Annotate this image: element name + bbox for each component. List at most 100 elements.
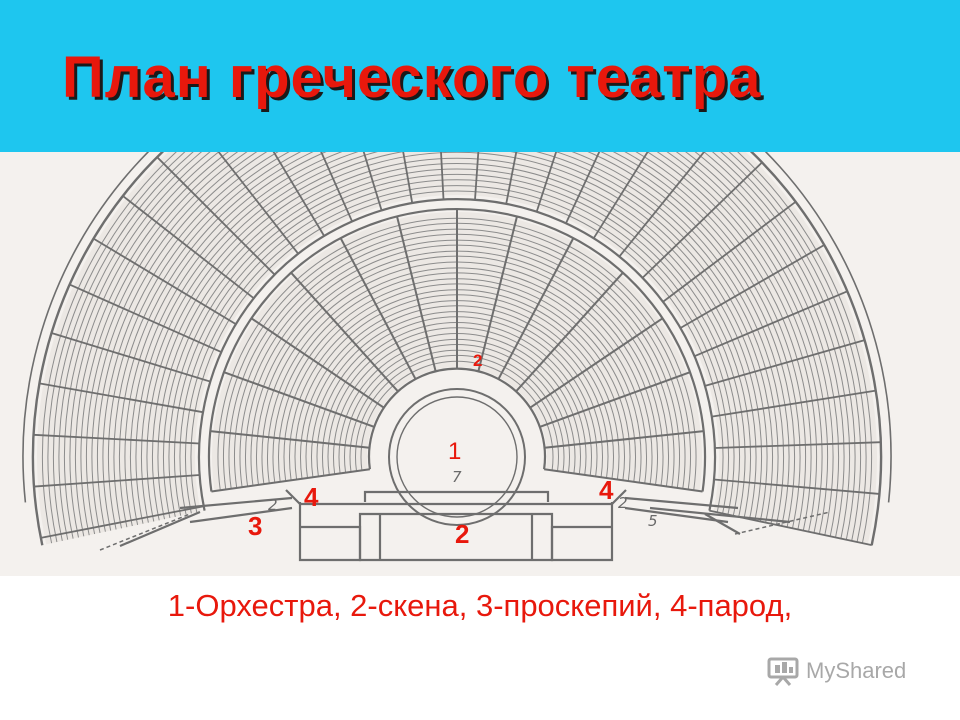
aisle-line xyxy=(217,152,299,255)
aisle-line xyxy=(679,244,825,329)
seat-row-line xyxy=(42,152,872,544)
skene-main-hall xyxy=(358,512,554,562)
seat-row-line xyxy=(146,152,768,522)
right-path-line xyxy=(734,511,831,535)
seat-row-line xyxy=(141,152,773,523)
seat-row-line xyxy=(108,152,806,530)
presentation-board-icon xyxy=(767,657,799,686)
aisle-line xyxy=(396,216,437,372)
seat-row-line xyxy=(75,152,839,537)
seat-row-line xyxy=(130,152,784,526)
aisle-line xyxy=(272,152,325,237)
seat-row-line xyxy=(185,185,729,514)
aisle-line xyxy=(539,371,691,428)
aisle-line xyxy=(223,371,375,428)
aisle-line xyxy=(515,272,624,393)
seat-row-line xyxy=(80,152,834,536)
aisle-line xyxy=(505,152,518,204)
aisle-line xyxy=(250,317,385,409)
seat-row-line xyxy=(190,190,724,513)
drawing-number: 7 xyxy=(452,468,462,486)
seat-row-line xyxy=(174,173,740,516)
theatre-plan-drawing: 7 2 2 5 xyxy=(22,152,892,562)
aisle-line xyxy=(93,237,237,325)
seat-row-line xyxy=(69,152,845,538)
aisle-line xyxy=(362,152,383,211)
theatre-plan-illustration: 7 2 2 5 xyxy=(0,152,960,576)
aisle-line xyxy=(402,152,414,204)
proskenion-platform xyxy=(363,490,550,502)
aisle-line xyxy=(440,152,445,200)
seat-row-line xyxy=(102,152,812,531)
aisle-line xyxy=(529,317,664,409)
aisle-line xyxy=(474,152,480,200)
seat-row-line xyxy=(91,152,823,534)
aisle-line xyxy=(497,237,575,380)
aisle-line xyxy=(704,339,865,387)
parodos-right-wall xyxy=(624,496,739,524)
seat-row-line xyxy=(86,152,828,535)
seat-row-line xyxy=(47,152,867,543)
label-proskenion: 3 xyxy=(248,511,263,541)
title-banner: План греческого театра xyxy=(0,0,960,152)
label-orchestra: 1 xyxy=(448,438,462,465)
aisle-line xyxy=(69,283,222,353)
aisle-line xyxy=(33,474,200,488)
aisle-line xyxy=(662,201,797,303)
aisle-line xyxy=(156,156,276,276)
aisle-line xyxy=(694,290,848,358)
parodos-left-wall xyxy=(179,496,293,524)
seat-row-line xyxy=(58,152,856,540)
drawing-reference-numbers: 7 2 2 5 xyxy=(268,468,658,530)
aisle-line xyxy=(544,468,703,493)
aisle-line xyxy=(39,382,204,414)
seat-row-line xyxy=(119,152,795,528)
stage-corners xyxy=(285,489,627,505)
seat-row-line xyxy=(179,179,735,515)
seat-row-line xyxy=(163,163,751,519)
aisle-line xyxy=(714,441,881,449)
label-skene: 2 xyxy=(455,519,470,549)
drawing-number: 2 xyxy=(268,496,278,514)
seat-row-line xyxy=(53,152,861,542)
aisle-line xyxy=(290,272,399,393)
seat-row-line xyxy=(152,152,762,521)
legend-caption: 1-Орхестра, 2-скена, 3-проскепий, 4-паро… xyxy=(167,588,793,623)
seat-row-line xyxy=(113,152,801,529)
seating-boundary-arc xyxy=(197,198,717,511)
aisle-line xyxy=(592,152,649,239)
skene-walls xyxy=(378,514,534,560)
aisle-line xyxy=(618,152,706,258)
label-theatron: 2 xyxy=(473,351,483,370)
seat-row-line xyxy=(135,152,779,524)
aisle-line xyxy=(641,161,763,279)
outer-wall-arc xyxy=(22,152,892,503)
aisle-line xyxy=(211,468,370,493)
drawing-number: 2 xyxy=(618,494,628,512)
seat-row-line xyxy=(64,152,850,539)
left-path-line xyxy=(99,513,191,551)
retaining-walls xyxy=(119,506,791,548)
aisle-line xyxy=(565,152,601,224)
aisle-line xyxy=(711,389,876,418)
seat-row-line xyxy=(124,152,790,527)
aisle-line xyxy=(535,152,558,212)
slide-title: План греческого театра xyxy=(62,45,762,110)
seat-row-line xyxy=(168,168,746,518)
skene-building xyxy=(99,489,831,562)
aisle-line xyxy=(33,433,200,445)
watermark-text: MyShared xyxy=(806,658,907,683)
label-parodos-left: 4 xyxy=(304,482,319,512)
aisle-line xyxy=(122,195,255,299)
aisle-line xyxy=(51,332,211,383)
drawing-number: 5 xyxy=(648,512,658,530)
seat-row-line xyxy=(157,157,757,520)
aisle-line xyxy=(210,430,370,449)
aisle-line xyxy=(544,430,704,449)
aisle-line xyxy=(320,152,353,222)
orchestra-inner-circle xyxy=(396,396,518,518)
aisle-line xyxy=(477,216,518,372)
aisle-line xyxy=(40,505,204,539)
seat-row-line xyxy=(97,152,817,532)
aisle-line xyxy=(713,478,880,495)
